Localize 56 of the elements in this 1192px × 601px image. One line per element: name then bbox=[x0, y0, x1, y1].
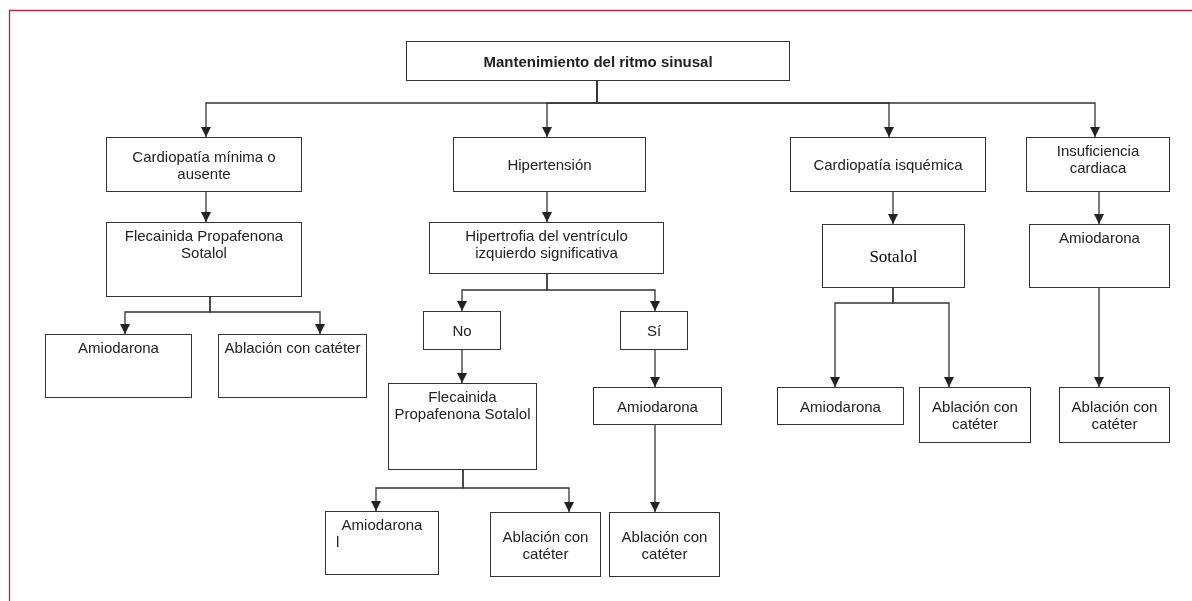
process-box bbox=[1059, 387, 1170, 443]
node-text: Insuficiencia cardiaca bbox=[1055, 142, 1141, 176]
arrow bbox=[457, 349, 467, 384]
node-text: Ablación con catéter bbox=[931, 398, 1019, 432]
node-text: Cardiopatía mínima o ausente bbox=[131, 147, 277, 182]
node-text: Mantenimiento del ritmo sinusal bbox=[483, 52, 713, 70]
process-box bbox=[620, 311, 688, 350]
process-box bbox=[593, 387, 722, 425]
node-text: Sotalol bbox=[869, 247, 918, 265]
process-box bbox=[609, 512, 720, 577]
stray-mark-text: l bbox=[336, 533, 340, 550]
process-box bbox=[106, 137, 302, 192]
process-box bbox=[790, 137, 986, 192]
node-text: Amiodarona bbox=[341, 516, 423, 533]
arrow bbox=[546, 273, 660, 312]
process-box bbox=[423, 311, 501, 350]
process-box bbox=[325, 511, 439, 575]
arrow bbox=[209, 296, 325, 335]
process-box bbox=[388, 383, 537, 470]
node-text: Hipertrofia del ventrículo izquierdo significativa bbox=[464, 227, 629, 261]
process-box bbox=[490, 512, 601, 577]
node-text: Ablación con catéter bbox=[224, 339, 361, 356]
node-text: Amiodarona bbox=[800, 397, 881, 415]
node-text: Amiodarona bbox=[617, 397, 698, 415]
arrow bbox=[1094, 287, 1104, 388]
process-box bbox=[218, 334, 367, 398]
arrow bbox=[650, 424, 660, 513]
node-text: Ablación con catéter bbox=[501, 527, 590, 562]
process-box bbox=[919, 387, 1031, 443]
node-text: Ablación con catéter bbox=[1070, 398, 1159, 432]
arrow bbox=[1094, 191, 1104, 225]
arrow bbox=[650, 349, 660, 388]
node-text: Hipertensión bbox=[507, 156, 592, 173]
process-box bbox=[1026, 137, 1170, 192]
process-box bbox=[453, 137, 646, 192]
process-box bbox=[406, 41, 790, 81]
process-box bbox=[45, 334, 192, 398]
node-text: Cardiopatía isquémica bbox=[813, 156, 963, 173]
arrow bbox=[596, 80, 1100, 138]
arrow bbox=[462, 469, 574, 513]
node-text: Flecainida Propafenona Sotalol bbox=[123, 227, 285, 261]
arrow bbox=[892, 287, 954, 388]
process-box bbox=[429, 222, 664, 274]
node-text: Flecainida Propafenona Sotalol bbox=[393, 388, 532, 422]
arrow bbox=[542, 191, 552, 223]
node-text: No bbox=[452, 322, 472, 339]
process-box bbox=[822, 224, 965, 288]
process-box bbox=[106, 222, 302, 297]
process-box bbox=[777, 387, 904, 425]
arrow bbox=[201, 191, 211, 223]
node-text: Sí bbox=[646, 322, 662, 339]
node-text: Amiodarona bbox=[1059, 229, 1140, 246]
node-text: Ablación con catéter bbox=[620, 527, 709, 562]
node-text: Amiodarona bbox=[78, 339, 159, 356]
arrow bbox=[888, 191, 898, 225]
process-box bbox=[1029, 224, 1170, 288]
